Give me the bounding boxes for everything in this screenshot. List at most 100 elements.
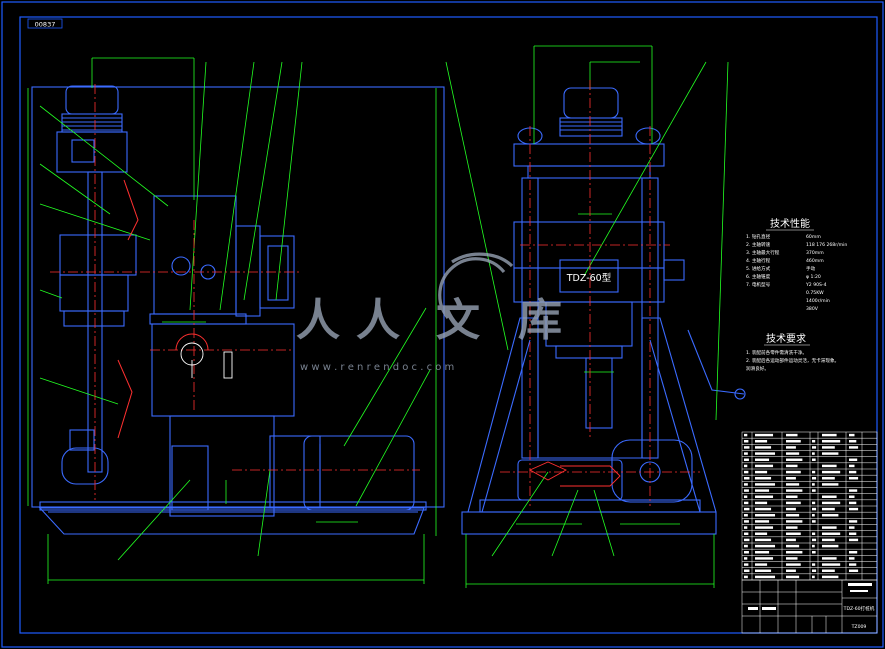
table-cell-mark xyxy=(786,470,801,474)
spec-row-7-value: 0.75KW xyxy=(806,290,824,296)
spec-row-4-label: 5. 进给方式 xyxy=(746,265,771,272)
table-cell-mark xyxy=(786,458,803,461)
table-cell-mark xyxy=(812,446,817,449)
table-cell-mark xyxy=(755,569,772,572)
table-cell-mark xyxy=(849,538,859,542)
title-block-name: TDZ-60打桩机 xyxy=(843,605,875,612)
table-cell-mark xyxy=(849,551,858,554)
table-cell-mark xyxy=(822,464,837,468)
front-view: TDZ-60型 xyxy=(461,45,746,588)
table-cell-mark xyxy=(812,452,815,455)
spec-row-2-value: 370mm xyxy=(806,250,824,256)
table-cell-mark xyxy=(822,446,835,449)
table-cell-mark xyxy=(744,538,750,542)
spec-row-8-value: 1400r/min xyxy=(806,298,830,304)
spec-row-0-value: 60mm xyxy=(806,234,821,240)
table-cell-mark xyxy=(786,563,801,566)
table-cell-mark xyxy=(755,495,774,498)
table-cell-mark xyxy=(812,489,816,492)
table-cell-mark xyxy=(744,575,748,579)
table-cell-mark xyxy=(755,538,772,542)
table-cell-mark xyxy=(744,544,748,548)
requirements-list: 1. 装配前各零件需清洗干净。 2. 装配后各运动部件运动灵活，无卡滞现象。 润… xyxy=(746,349,839,372)
table-cell-mark xyxy=(849,501,857,505)
spec-row-4-value: 手动 xyxy=(806,265,816,272)
table-cell-mark xyxy=(822,569,835,572)
table-cell-mark xyxy=(755,489,770,492)
table-cell-mark xyxy=(822,452,839,455)
table-cell-mark xyxy=(822,470,841,474)
table-cell-mark xyxy=(755,452,776,455)
spec-row-9-value: 380V xyxy=(806,306,819,312)
table-cell-mark xyxy=(786,452,800,455)
corner-tag: 00837 xyxy=(27,18,63,29)
table-cell-mark xyxy=(849,433,855,437)
spec-panel: 技术性能 1. 钻孔直径 60mm 2. 主轴转速 118 176 268r/m… xyxy=(746,217,847,372)
table-cell-mark xyxy=(849,507,859,511)
watermark: 人 人 文 库 w w w . r e n r e n d o c . c o … xyxy=(296,252,562,373)
spec-row-1-value: 118 176 268r/min xyxy=(806,242,847,248)
table-cell-mark xyxy=(849,470,857,474)
table-cell-mark xyxy=(822,507,835,511)
table-cell-mark xyxy=(849,526,855,529)
table-cell-mark xyxy=(755,501,768,505)
requirement-item-2: 润滑良好。 xyxy=(746,365,769,372)
table-cell-mark xyxy=(755,433,774,437)
table-cell-mark xyxy=(744,551,749,554)
table-cell-mark xyxy=(786,551,803,554)
table-cell-mark xyxy=(786,538,796,542)
table-cell-mark xyxy=(812,520,816,523)
watermark-char-2: 文 xyxy=(436,296,480,345)
table-cell-mark xyxy=(822,557,837,560)
table-cell-mark xyxy=(812,483,815,486)
table-cell-mark xyxy=(849,458,858,461)
table-cell-mark xyxy=(744,458,749,461)
watermark-char-0: 人 xyxy=(296,296,340,345)
spec-row-2-label: 3. 主轴最大行程 xyxy=(746,249,780,256)
table-cell-mark xyxy=(744,470,749,474)
table-cell-mark xyxy=(849,446,859,449)
table-cell-mark xyxy=(849,520,858,523)
table-cell-mark xyxy=(786,514,800,517)
table-cell-mark xyxy=(822,532,841,535)
title-block-code: TZ009 xyxy=(851,624,867,630)
table-cell-mark xyxy=(786,501,801,505)
table-cell-mark xyxy=(812,514,815,517)
spec-row-0-label: 1. 钻孔直径 xyxy=(746,233,771,240)
table-cell-mark xyxy=(849,477,859,480)
table-cell-mark xyxy=(822,483,839,486)
table-cell-mark xyxy=(822,563,841,566)
table-cell-mark xyxy=(822,514,839,517)
table-cell-mark xyxy=(755,544,776,548)
table-cell-mark xyxy=(744,563,749,566)
table-cell-mark xyxy=(755,575,776,579)
table-cell-mark xyxy=(786,446,796,449)
watermark-char-3: 库 xyxy=(518,296,562,345)
table-cell-mark xyxy=(812,538,817,542)
table-cell-mark xyxy=(812,575,815,579)
table-cell-mark xyxy=(849,563,857,566)
table-cell-mark xyxy=(849,569,859,572)
table-cell-mark xyxy=(822,544,839,548)
spec-row-6-label: 7. 电机型号 xyxy=(746,281,771,288)
watermark-char-1: 人 xyxy=(356,296,400,345)
side-view xyxy=(27,57,509,584)
table-cell-mark xyxy=(822,501,841,505)
table-cell-mark xyxy=(755,520,770,523)
table-cell-mark xyxy=(744,483,748,486)
spec-row-5-label: 6. 主轴锥度 xyxy=(746,273,771,280)
table-cell-mark xyxy=(744,452,748,455)
requirement-item-1: 2. 装配后各运动部件运动灵活，无卡滞现象。 xyxy=(746,357,839,364)
table-cell-mark xyxy=(755,532,768,535)
table-cell-mark xyxy=(786,557,798,560)
table-cell-mark xyxy=(786,440,801,443)
table-cell-mark xyxy=(849,495,855,498)
table-cell-mark xyxy=(755,551,770,554)
table-cell-mark xyxy=(812,569,817,572)
table-cell-mark xyxy=(786,433,798,437)
table-cell-mark xyxy=(822,433,837,437)
watermark-logo xyxy=(438,252,514,320)
table-cell-mark xyxy=(849,440,857,443)
